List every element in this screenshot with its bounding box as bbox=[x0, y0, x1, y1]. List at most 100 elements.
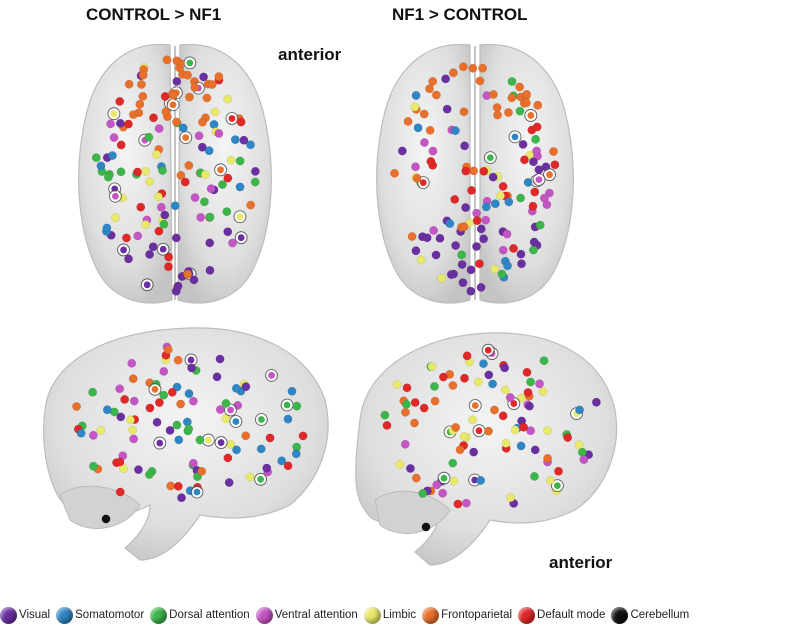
highlight-ring bbox=[107, 107, 121, 121]
node-cereb bbox=[101, 514, 111, 524]
node-dorsal bbox=[88, 387, 98, 397]
node-ventral bbox=[526, 426, 536, 436]
node-default bbox=[523, 388, 533, 397]
node-limbic bbox=[501, 438, 511, 448]
node-visual bbox=[476, 282, 486, 292]
node-fronto bbox=[469, 166, 479, 176]
node-dorsal bbox=[539, 356, 549, 366]
legend-item-dorsal: Dorsal attention bbox=[150, 606, 256, 624]
node-somatomotor bbox=[235, 182, 245, 192]
node-somatomotor bbox=[277, 456, 287, 466]
node-limbic bbox=[416, 255, 426, 265]
node-fronto bbox=[459, 107, 469, 117]
sagittal-brain-left bbox=[43, 327, 329, 561]
node-dorsal bbox=[195, 435, 205, 445]
node-fronto bbox=[180, 132, 191, 143]
node-ventral bbox=[194, 131, 204, 141]
node-somatomotor bbox=[102, 223, 112, 233]
node-default bbox=[402, 383, 412, 393]
legend-swatch-ventral bbox=[255, 606, 273, 624]
node-dorsal bbox=[235, 156, 245, 166]
node-default bbox=[116, 140, 126, 150]
brain-figure bbox=[43, 43, 618, 566]
highlight-ring bbox=[254, 472, 268, 486]
node-default bbox=[123, 119, 133, 129]
node-dorsal bbox=[448, 458, 458, 468]
node-visual bbox=[411, 246, 421, 256]
highlight-ring bbox=[255, 413, 268, 426]
node-ventral bbox=[502, 229, 512, 239]
node-somatomotor bbox=[510, 131, 521, 142]
node-visual bbox=[223, 227, 233, 237]
node-fronto bbox=[138, 70, 148, 80]
node-layer bbox=[72, 55, 601, 532]
node-fronto bbox=[207, 80, 217, 89]
node-somatomotor bbox=[490, 199, 500, 209]
legend-swatch-limbic bbox=[363, 606, 381, 624]
node-dorsal bbox=[103, 172, 113, 182]
node-visual bbox=[441, 74, 451, 84]
node-default bbox=[180, 177, 190, 187]
node-dorsal bbox=[457, 250, 467, 260]
node-visual bbox=[216, 437, 227, 448]
node-somatomotor bbox=[476, 476, 486, 485]
legend-swatch-default bbox=[518, 606, 536, 624]
node-limbic bbox=[226, 155, 236, 165]
node-limbic bbox=[141, 220, 151, 230]
node-fronto bbox=[401, 407, 410, 417]
node-somatomotor bbox=[450, 126, 460, 136]
node-fronto bbox=[533, 100, 543, 110]
node-fronto bbox=[168, 99, 179, 110]
node-fronto bbox=[162, 55, 172, 65]
node-default bbox=[509, 244, 518, 253]
node-visual bbox=[197, 142, 207, 152]
node-dorsal bbox=[530, 471, 539, 481]
node-visual bbox=[479, 234, 489, 244]
node-limbic bbox=[538, 387, 548, 396]
node-ventral bbox=[472, 208, 482, 218]
node-visual bbox=[435, 233, 445, 243]
legend-swatch-dorsal bbox=[150, 606, 168, 624]
node-visual bbox=[442, 104, 452, 114]
node-default bbox=[154, 226, 164, 236]
node-default bbox=[167, 387, 177, 397]
node-visual bbox=[528, 157, 538, 167]
node-default bbox=[554, 466, 563, 476]
legend-label-limbic: Limbic bbox=[382, 609, 417, 621]
node-dorsal bbox=[158, 166, 167, 175]
node-default bbox=[115, 487, 125, 497]
node-default bbox=[419, 403, 429, 413]
highlight-ring bbox=[234, 231, 248, 245]
legend-item-ventral: Ventral attention bbox=[255, 606, 364, 624]
node-dorsal bbox=[159, 390, 169, 400]
node-ventral bbox=[539, 193, 549, 203]
node-dorsal bbox=[401, 399, 411, 409]
node-dorsal bbox=[531, 134, 541, 144]
node-visual bbox=[205, 238, 215, 248]
node-limbic bbox=[210, 107, 220, 117]
node-visual bbox=[460, 141, 470, 151]
node-fronto bbox=[544, 169, 555, 180]
node-visual bbox=[431, 250, 441, 260]
node-visual bbox=[142, 279, 153, 290]
node-fronto bbox=[72, 402, 82, 411]
highlight-ring bbox=[148, 382, 162, 396]
node-somatomotor bbox=[246, 140, 255, 150]
node-limbic bbox=[145, 177, 154, 187]
node-ventral bbox=[461, 498, 471, 508]
node-fronto bbox=[448, 68, 458, 78]
node-visual bbox=[239, 135, 249, 145]
node-default bbox=[115, 96, 125, 106]
node-somatomotor bbox=[230, 416, 241, 427]
node-visual bbox=[165, 425, 175, 435]
node-limbic bbox=[543, 426, 552, 436]
node-dorsal bbox=[516, 193, 526, 203]
node-limbic bbox=[516, 393, 526, 403]
node-fronto bbox=[522, 89, 532, 99]
node-fronto bbox=[173, 355, 183, 365]
node-fronto bbox=[478, 63, 488, 73]
title-nf1-gt-control: NF1 > CONTROL bbox=[392, 5, 528, 24]
node-dorsal bbox=[255, 474, 266, 485]
node-fronto bbox=[521, 98, 531, 108]
node-ventral bbox=[428, 146, 438, 156]
